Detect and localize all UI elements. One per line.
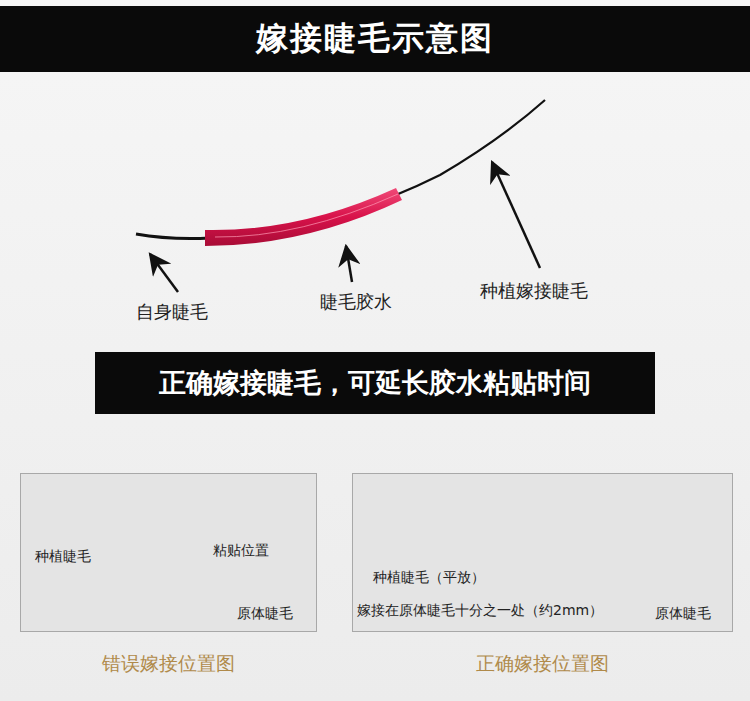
part-label: 原体睫毛 [237, 605, 293, 623]
panel-caption: 错误嫁接位置图 [102, 651, 235, 677]
glue-tube [205, 188, 402, 246]
banner-band: 正确嫁接睫毛，可延长胶水粘贴时间 [95, 352, 655, 414]
natural-lash [136, 234, 210, 239]
pointer-arrow [492, 162, 540, 268]
part-label: 种植睫毛 [35, 548, 91, 566]
part-label: 种植睫毛（平放） [373, 569, 485, 587]
figure-panel: 种植睫毛粘贴位置原体睫毛错误嫁接位置图 [20, 473, 317, 632]
part-label: 粘贴位置 [213, 542, 269, 560]
pointer-arrow [346, 246, 352, 282]
figure-panel: 种植睫毛（平放）嫁接在原体睫毛十分之一处（约2mm）原体睫毛正确嫁接位置图 [352, 473, 733, 632]
part-label: 种植嫁接睫毛 [480, 279, 588, 303]
pointer-arrow [150, 254, 178, 292]
part-label: 原体睫毛 [655, 605, 711, 623]
note-label: 嫁接在原体睫毛十分之一处（约2mm） [357, 602, 603, 620]
part-label: 自身睫毛 [136, 300, 208, 324]
banner-text: 正确嫁接睫毛，可延长胶水粘贴时间 [159, 365, 591, 401]
part-label: 睫毛胶水 [320, 290, 392, 314]
panel-caption: 正确嫁接位置图 [476, 651, 609, 677]
title: 嫁接睫毛示意图 [256, 17, 494, 61]
title-bar [0, 6, 750, 72]
